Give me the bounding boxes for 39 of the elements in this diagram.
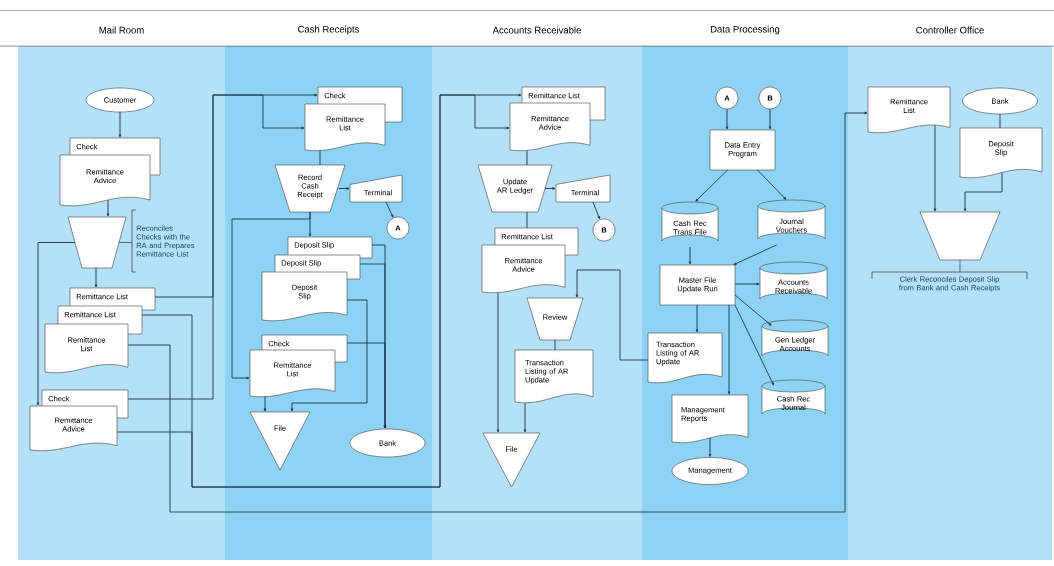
flow-arrow (575, 269, 649, 361)
flow-arrow (757, 169, 787, 200)
flow-arrow (118, 111, 122, 138)
flow-arrow (154, 94, 305, 298)
flow-arrow (290, 299, 368, 412)
flow-arrow (544, 187, 556, 190)
flow-arrow (523, 402, 527, 433)
connector-line (526, 150, 528, 166)
flow-arrow (725, 108, 729, 130)
flow-arrow (963, 172, 1003, 212)
flow-arrow (727, 304, 731, 395)
connector-line (319, 150, 321, 166)
connector-line (554, 339, 556, 351)
flow-arrow (695, 169, 728, 202)
flow-arrow (127, 93, 318, 400)
flow-arrow (592, 201, 600, 220)
flow-arrow (768, 108, 772, 130)
flow-arrow (263, 396, 267, 412)
flow-arrow (127, 111, 868, 513)
flow-arrow (385, 201, 394, 218)
manual-operation-shape (67, 216, 127, 269)
flow-arrow (496, 292, 500, 433)
connector-line (526, 211, 528, 229)
flow-arrow (346, 342, 387, 429)
flow-arrow (338, 187, 350, 190)
flow-arrow (734, 294, 772, 326)
flow-arrow (36, 242, 76, 406)
flow-arrow (231, 211, 311, 380)
flow-arrow (695, 304, 699, 333)
flow-arrow (734, 304, 774, 386)
flow-arrow (106, 199, 110, 217)
flow-arrow (734, 282, 760, 286)
connector-line (999, 113, 1001, 129)
flow-arrow (94, 267, 98, 288)
manual-operation-shape (919, 211, 1001, 261)
flow-arrow (688, 246, 692, 265)
flow-arrow (933, 124, 937, 212)
flow-arrow (733, 244, 777, 265)
flow-arrow (708, 437, 712, 457)
